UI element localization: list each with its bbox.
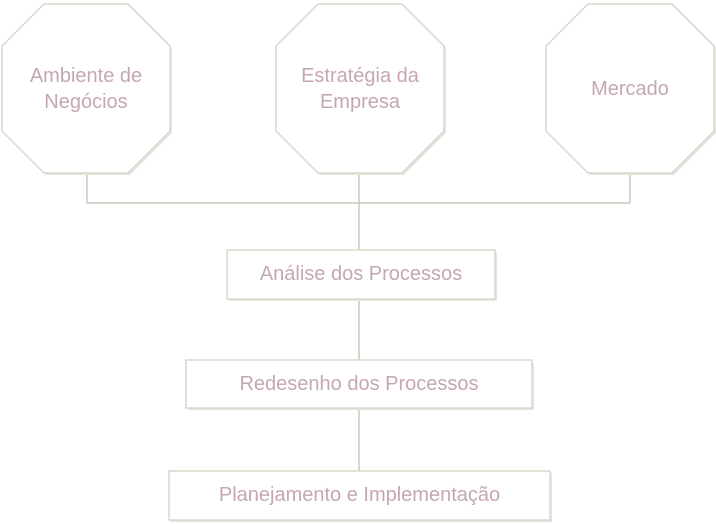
box-planejamento	[168, 470, 552, 522]
step-label-redesenho: Redesenho dos Processos	[239, 372, 479, 395]
box-analise	[226, 249, 497, 301]
step-label-planejamento: Planejamento e Implementação	[218, 484, 501, 506]
hexagon-mercado	[545, 3, 716, 175]
box-redesenho	[185, 359, 534, 410]
step-label-analise: Análise dos Processos	[259, 263, 463, 285]
connectors	[86, 173, 631, 471]
hexagon-label-estrategia: Estratégia da Empresa	[301, 64, 419, 113]
hexagon-ambiente	[1, 3, 172, 175]
hexagon-label-ambiente: Ambiente de Negócios	[29, 64, 143, 113]
hexagon-estrategia	[275, 3, 446, 175]
hexagon-label-mercado: Mercado	[591, 77, 669, 100]
